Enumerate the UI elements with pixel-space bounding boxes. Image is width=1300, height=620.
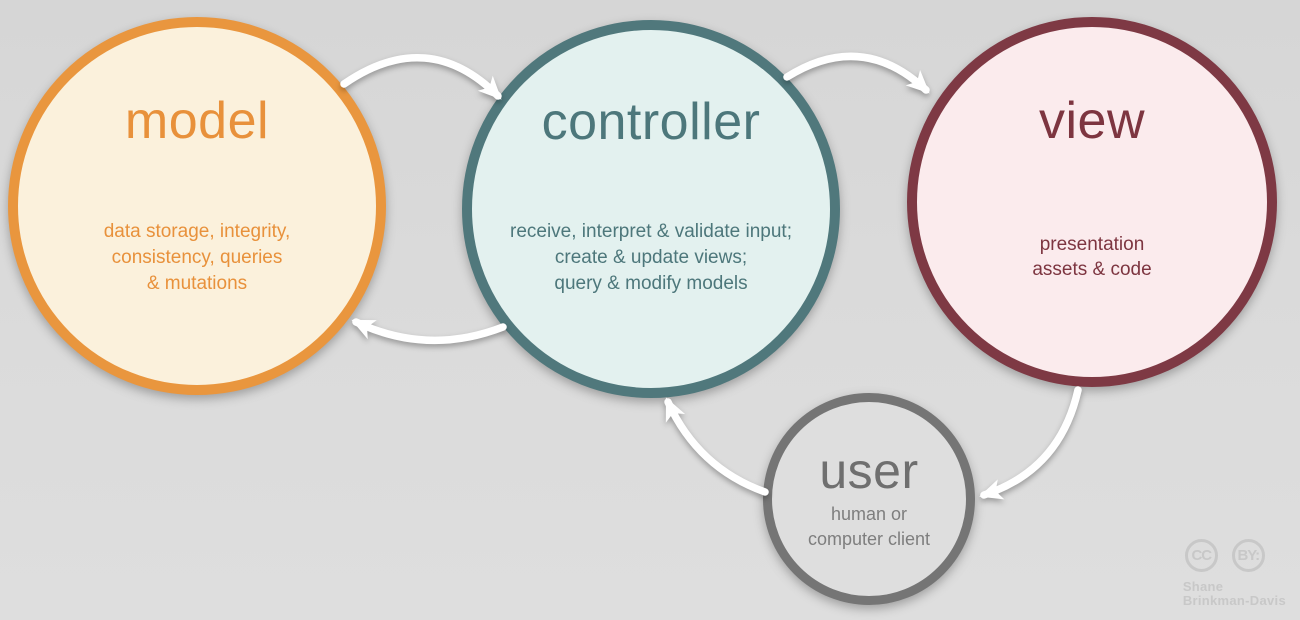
arrow-controller-to-view-icon: [783, 52, 930, 94]
author-name: Shane Brinkman-Davis: [1182, 579, 1286, 608]
model-title: model: [124, 92, 270, 150]
by-license-icon: BY:: [1231, 539, 1265, 572]
license-badges: CC BY:: [1184, 539, 1286, 572]
user-desc-line: human or: [830, 504, 908, 524]
controller-desc-line: query & modify models: [554, 273, 748, 294]
user-desc-line: computer client: [807, 529, 931, 549]
arrow-model-to-controller-icon: [340, 54, 502, 100]
model-desc-line: data storage, integrity,: [103, 221, 291, 242]
model-desc-line: & mutations: [146, 273, 248, 294]
user-node: user human or computer client: [763, 393, 975, 605]
view-desc-line: assets & code: [1032, 259, 1152, 280]
controller-title: controller: [541, 93, 761, 151]
arrow-user-to-controller-icon: [664, 397, 769, 496]
arrow-controller-to-model-icon: [351, 318, 507, 345]
controller-desc-line: create & update views;: [554, 247, 748, 268]
user-description: human or computer client: [772, 502, 966, 552]
view-node: view presentation assets & code: [907, 17, 1277, 387]
view-description: presentation assets & code: [917, 232, 1267, 282]
controller-desc-line: receive, interpret & validate input;: [510, 221, 792, 242]
view-desc-line: presentation: [1039, 234, 1145, 255]
cc-license-icon: CC: [1184, 539, 1218, 572]
arrow-view-to-user-icon: [979, 386, 1082, 500]
user-title: user: [819, 443, 919, 499]
controller-description: receive, interpret & validate input; cre…: [472, 219, 830, 297]
controller-node: controller receive, interpret & validate…: [462, 20, 840, 398]
model-desc-line: consistency, queries: [111, 247, 283, 268]
model-description: data storage, integrity, consistency, qu…: [18, 219, 376, 297]
view-title: view: [1038, 92, 1146, 150]
model-node: model data storage, integrity, consisten…: [8, 17, 386, 395]
attribution: CC BY: Shane Brinkman-Davis: [1183, 539, 1286, 608]
